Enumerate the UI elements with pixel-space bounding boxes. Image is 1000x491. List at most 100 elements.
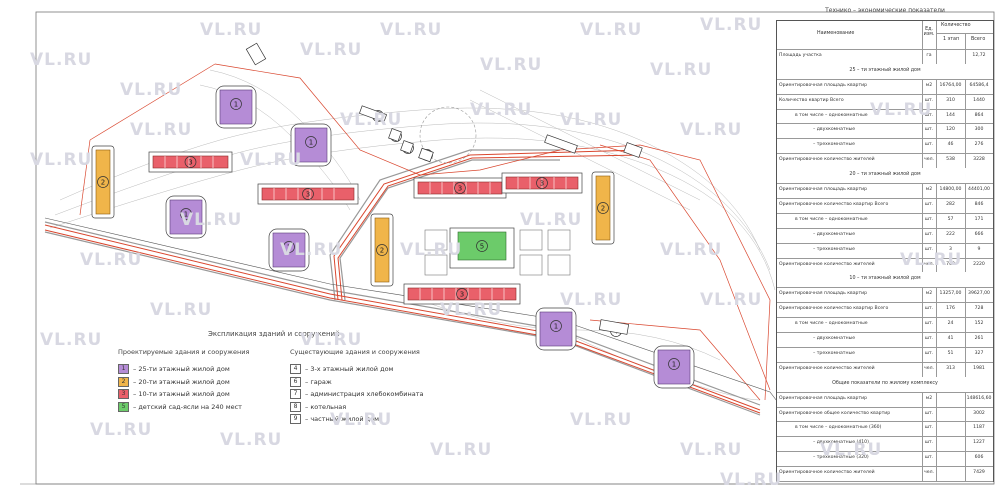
watermark-text: VL.RU [520,210,583,230]
legend-item-existing: 9– частный жилой дом [290,414,379,424]
table-cell-v1: 51 [947,350,954,356]
table-cell-name: Ориентировочная площадь квартир [779,395,868,401]
table-cell-v1: 24 [947,321,954,327]
building-number-label: 3 [306,191,310,199]
col-name-header: Наименование [817,31,855,36]
building-number-label: 1 [672,361,676,369]
tower-20-storey [595,175,611,241]
watermark-text: VL.RU [870,100,933,120]
table-cell-unit: шт. [924,112,934,118]
table-cell-name: Площадь участка [779,53,822,58]
roads [44,149,761,416]
table-cell-unit: шт. [924,455,934,461]
tower-25-storey [657,349,691,385]
watermark-text: VL.RU [560,290,623,310]
table-cell-v2: 864 [974,112,984,118]
table-cell-v1: 57 [947,216,954,222]
watermark-text: VL.RU [400,240,463,260]
building-number-label: 5 [480,243,484,251]
watermark-text: VL.RU [380,20,443,40]
watermark-text: VL.RU [680,440,743,460]
watermark-text: VL.RU [430,440,493,460]
table-cell-v1: 16764,00 [939,82,962,88]
table-cell-unit: шт. [924,425,934,431]
watermark-text: VL.RU [180,210,243,230]
table-cell-v2: 728 [974,306,984,312]
col-unit-header: Ед. изм. [923,27,935,37]
table-cell-name: – трехкомнатные (320) [813,455,869,461]
table-section-row: 20 – ти этажный жилой дом [777,168,993,185]
building-number-label: 1 [184,211,188,219]
watermark-text: VL.RU [150,300,213,320]
legend-swatch: 8 [290,401,301,412]
legend-label: – гараж [305,377,332,386]
table-cell-name: Ориентировочное количество жителей [779,157,875,163]
table-cell-unit: чел. [924,157,934,163]
table-cell-name: – трехкомнатные [813,142,855,148]
table-cell-unit: шт. [924,350,934,356]
table-cell-name: Ориентировочное количество жителей [779,470,875,476]
table-cell-name: Ориентировочное количество квартир Всего [779,306,889,312]
table-cell-v2: 171 [974,216,984,222]
tower-20-storey [95,149,111,215]
table-cell-v1: 282 [946,201,955,207]
watermark-text: VL.RU [560,110,623,130]
table-cell-v1: 41 [947,336,954,342]
table-cell-v1: 144 [946,112,955,118]
watermark-text: VL.RU [660,240,723,260]
table-cell-v1: 46 [947,142,954,148]
watermark-text: VL.RU [330,410,393,430]
existing-buildings [245,42,643,335]
legend-swatch: 7 [290,389,301,399]
table-cell-unit: га [926,53,932,58]
legend-label: – 20-ти этажный жилой дом [133,377,230,386]
building-number-label: 2 [101,179,105,187]
table-cell-v2: 1187 [973,425,985,431]
table-cell-v1 [937,466,964,481]
table-cell-unit: чел. [924,365,934,371]
legend-swatch: 5 [118,401,129,412]
table-cell-unit: м2 [925,187,933,193]
tower-25-storey [219,89,253,125]
table-cell-unit: шт. [924,231,934,237]
watermark-text: VL.RU [900,250,963,270]
table-cell-unit: шт. [924,246,934,252]
table-cell-v1: 740 [946,261,955,267]
table-cell-v2: 327 [974,350,984,356]
table-cell-name: 10 – ти этажный жилой дом [849,276,921,282]
col-qty-header: Количество [941,23,971,28]
table-cell-unit: м2 [925,82,933,88]
legend-swatch: 9 [290,414,301,424]
tep-table: Технико – экономические показатели Наиме… [776,7,994,482]
block-10-storey [152,155,229,169]
legend-item-existing: 7– администрация хлебокомбината [290,389,424,399]
table-cell-unit: чел. [924,261,934,267]
legend-swatch: 2 [118,376,129,387]
building-number-label: 1 [309,139,313,147]
table-cell-v1: 538 [946,157,955,163]
legend-item-projected: 3– 10-ти этажный жилой дом [118,389,230,399]
watermark-text: VL.RU [300,40,363,60]
table-cell-name: Ориентировочное количество жителей [779,365,875,371]
building-number-label: 2 [380,247,384,255]
table-cell-name: в том числе – однокомнатные [795,112,868,118]
table-cell-v2: 276 [974,142,984,148]
table-cell-v2: 606 [974,455,984,461]
legend-projected-heading: Проектируемые здания и сооружения [118,348,250,356]
block-10-storey [407,287,517,301]
table-section-row: Общие показатели по жилому комплексу [777,376,993,393]
watermark-text: VL.RU [30,50,93,70]
table-cell-unit: шт. [924,336,934,342]
table-cell-v1: 14800,00 [939,187,962,193]
watermark-text: VL.RU [820,440,883,460]
building-number-label: 3 [458,185,462,193]
